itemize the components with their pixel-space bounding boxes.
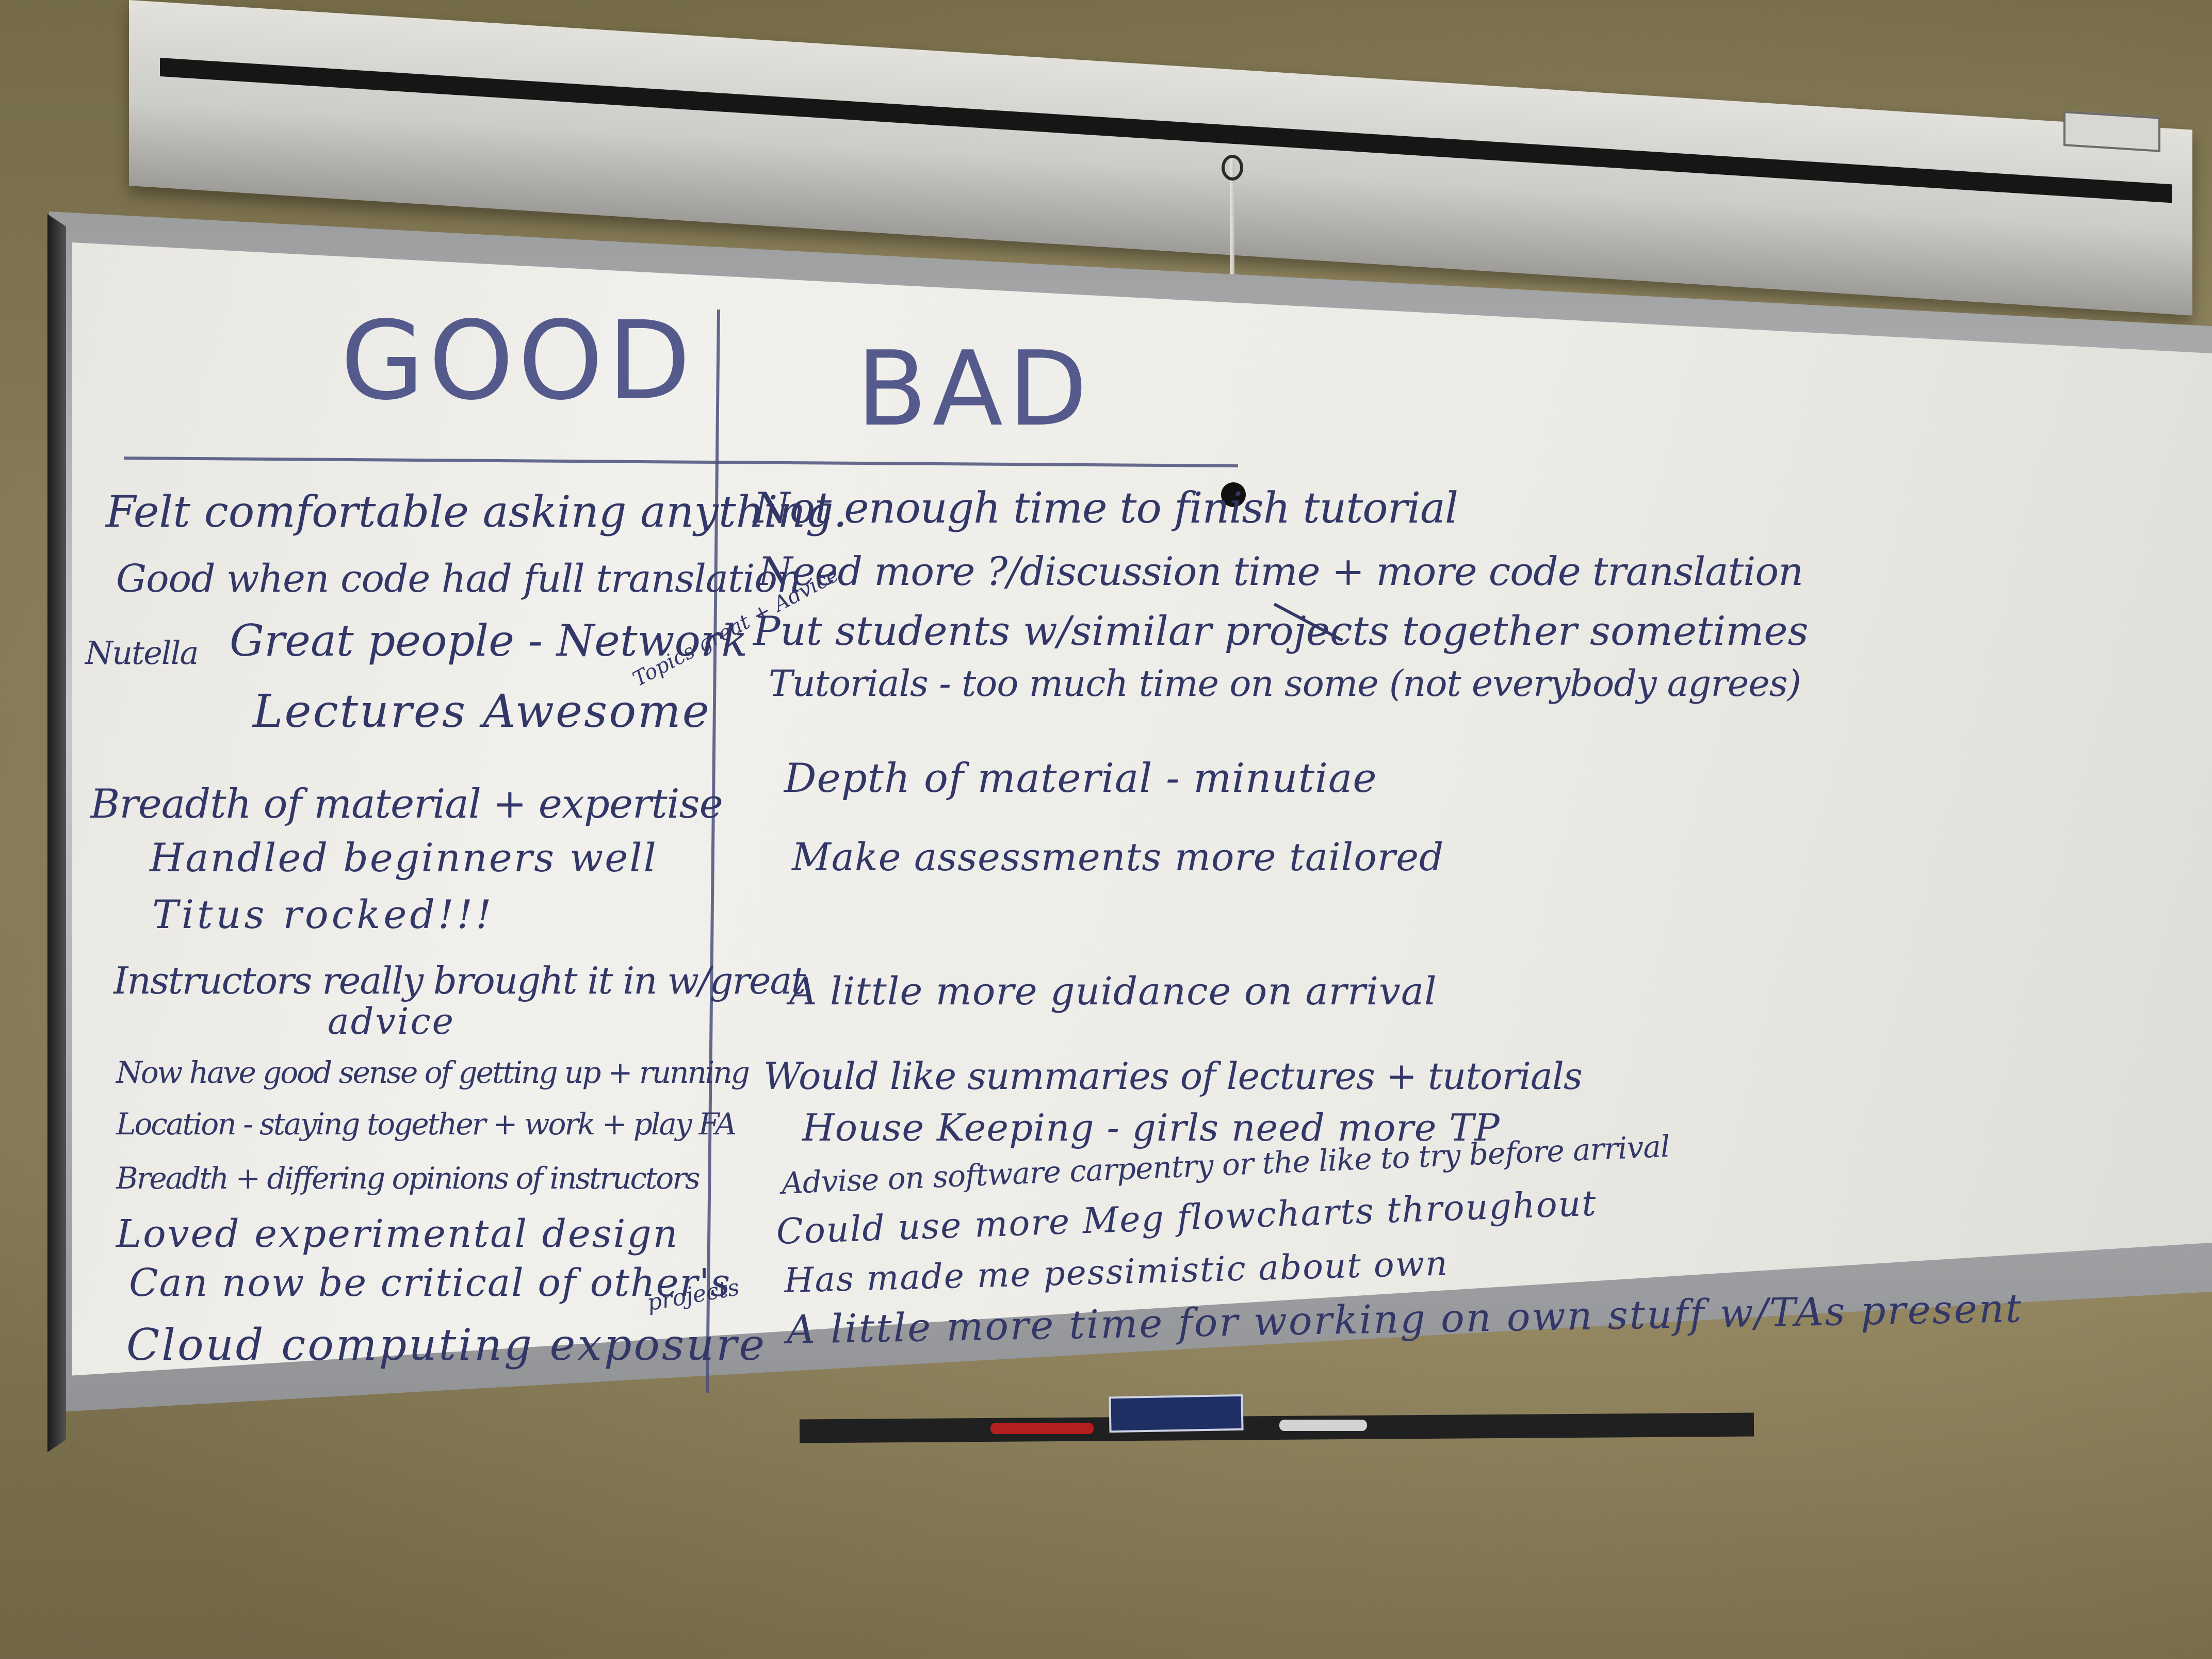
good-item: Loved experimental design: [116, 1212, 679, 1256]
good-item: Location - staying together + work + pla…: [116, 1107, 737, 1142]
bad-item: Make assessments more tailored: [792, 835, 1444, 880]
screen-pull-ring: [1222, 155, 1243, 181]
good-item: Can now be critical of other's: [129, 1261, 731, 1305]
good-item: Instructors really brought it in w/great: [113, 959, 806, 1002]
cord-knob: [1221, 482, 1246, 507]
bad-heading: BAD: [856, 329, 1093, 449]
whiteboard-surface: [72, 242, 2212, 1376]
good-item: Nutella: [85, 634, 199, 672]
good-item: Good when code had full translation: [116, 557, 802, 601]
projector-screen-brand-plate: [2063, 111, 2160, 152]
bad-item: A little more guidance on arrival: [789, 969, 1437, 1014]
bad-item: House Keeping - girls need more TP: [802, 1106, 1500, 1149]
good-heading: GOOD: [340, 298, 695, 424]
good-item: Breadth + differing opinions of instruct…: [116, 1161, 701, 1196]
whiteboard-eraser: [1109, 1394, 1244, 1433]
good-item: Great people - Network: [230, 615, 748, 666]
grey-marker: [1279, 1420, 1367, 1431]
good-item: Lectures Awesome: [253, 685, 711, 738]
whiteboard-left-edge: [47, 214, 66, 1452]
good-item: Breadth of material + expertise: [90, 781, 723, 827]
red-marker: [990, 1423, 1094, 1434]
bad-item: Put students w/similar projects together…: [753, 608, 1809, 655]
bad-item: Not enough time to finish tutorial: [753, 484, 1458, 533]
bad-item: Depth of material - minutiae: [784, 755, 1377, 802]
bad-item: Need more ?/discussion time + more code …: [758, 548, 1803, 594]
good-item: Handled beginners well: [150, 835, 658, 881]
good-item: Now have good sense of getting up + runn…: [116, 1055, 750, 1090]
bad-item: Would like summaries of lectures + tutor…: [763, 1054, 1583, 1098]
good-item: advice: [328, 1000, 456, 1043]
bad-item: Tutorials - too much time on some (not e…: [769, 662, 1801, 705]
good-item: Titus rocked!!!: [152, 891, 495, 937]
good-item: Felt comfortable asking anything.: [106, 486, 848, 537]
good-item: Cloud computing exposure: [126, 1320, 767, 1370]
